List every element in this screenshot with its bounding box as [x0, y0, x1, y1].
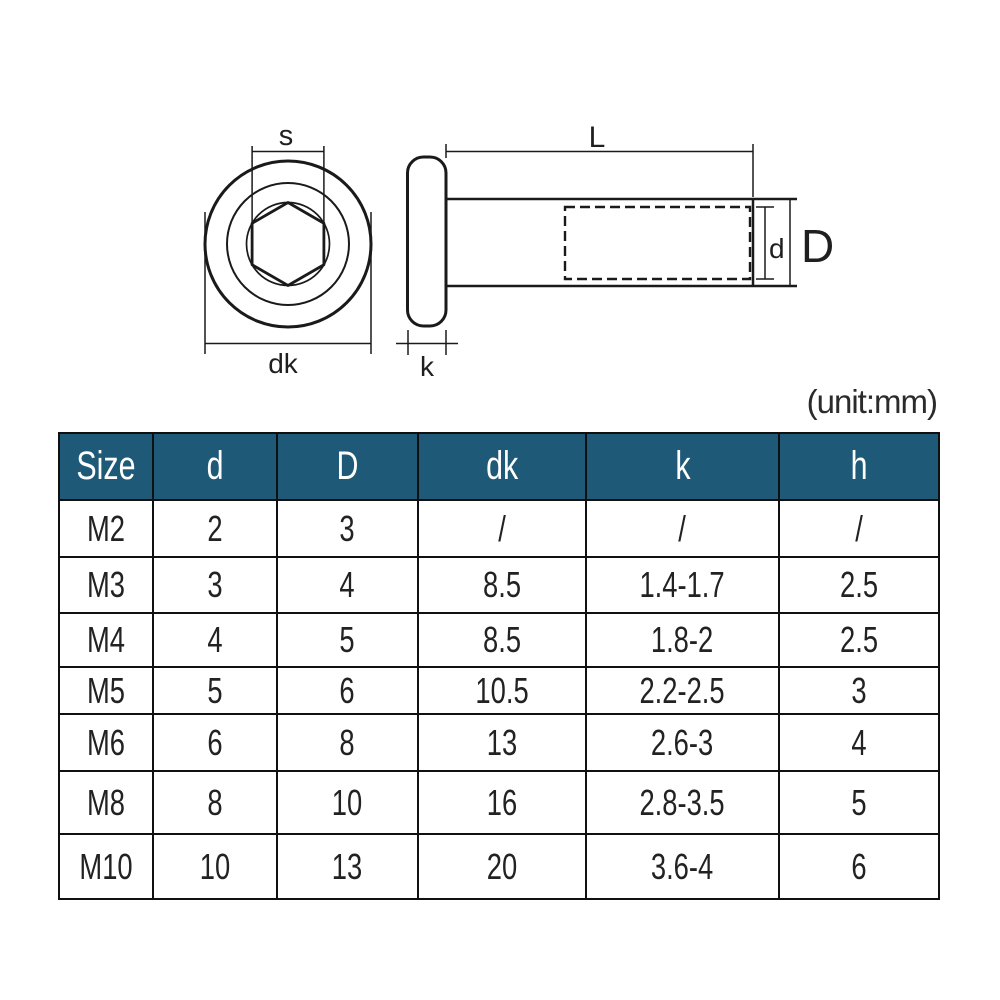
table-cell: 8	[152, 770, 278, 835]
table-cell: 4	[152, 612, 278, 668]
side-view: L k d D	[396, 121, 834, 382]
col-header-d: d	[152, 432, 278, 501]
row-m4: M4 4 5 8.5 1.8-2 2.5	[58, 612, 940, 668]
table-cell: 3	[276, 499, 419, 558]
col-header-size: Size	[58, 432, 154, 501]
table-cell: 8.5	[417, 556, 587, 614]
table-cell: 2.5	[778, 556, 940, 614]
row-label: M6	[58, 713, 154, 772]
label-L: L	[589, 121, 606, 154]
row-m3: M3 3 4 8.5 1.4-1.7 2.5	[58, 556, 940, 614]
col-header-dk: dk	[417, 432, 587, 501]
table-cell: 1.4-1.7	[585, 556, 780, 614]
row-m2: M2 2 3 / / /	[58, 499, 940, 558]
table-cell: 8.5	[417, 612, 587, 668]
table-cell: 4	[276, 556, 419, 614]
table-cell: 5	[276, 612, 419, 668]
table-cell: 10	[152, 833, 278, 900]
screw-body	[444, 197, 797, 288]
col-header-k: k	[585, 432, 780, 501]
row-label: M3	[58, 556, 154, 614]
table-cell: 5	[778, 770, 940, 835]
row-label: M2	[58, 499, 154, 558]
table-cell: /	[778, 499, 940, 558]
table-cell: 5	[152, 666, 278, 715]
table-cell: 2.5	[778, 612, 940, 668]
dimension-dk	[204, 212, 372, 354]
table-cell: 2	[152, 499, 278, 558]
row-m8: M8 8 10 16 2.8-3.5 5	[58, 770, 940, 835]
table-cell: 13	[417, 713, 587, 772]
table-cell: 10.5	[417, 666, 587, 715]
label-D: D	[801, 220, 834, 272]
hex-circumscribed-circle	[245, 201, 331, 287]
col-header-h: h	[778, 432, 940, 501]
socket-counterbore-circle	[226, 182, 350, 306]
col-header-D: D	[276, 432, 419, 501]
dimension-d	[756, 206, 774, 280]
table-cell: 3.6-4	[585, 833, 780, 900]
hex-socket	[250, 201, 326, 287]
table-cell: 6	[778, 833, 940, 900]
screw-head	[406, 155, 448, 328]
row-label: M4	[58, 612, 154, 668]
thread-hole-dashed	[563, 205, 752, 281]
table-cell: 2.2-2.5	[585, 666, 780, 715]
row-m10: M10 10 13 20 3.6-4 6	[58, 833, 940, 900]
table-cell: 2.6-3	[585, 713, 780, 772]
table-cell: 16	[417, 770, 587, 835]
row-m6: M6 6 8 13 2.6-3 4	[58, 713, 940, 772]
label-dk: dk	[268, 348, 299, 379]
table-cell: 6	[276, 666, 419, 715]
dimension-L	[445, 144, 754, 197]
table-cell: 6	[152, 713, 278, 772]
technical-drawing: s dk	[203, 120, 834, 382]
head-outer-circle	[203, 159, 373, 329]
label-k: k	[420, 351, 435, 382]
table-cell: 20	[417, 833, 587, 900]
table-cell: 13	[276, 833, 419, 900]
table-cell: 4	[778, 713, 940, 772]
table-cell: 8	[276, 713, 419, 772]
table-cell: /	[585, 499, 780, 558]
spec-table: Size d D dk k h M2 2 3 / / / M3 3 4 8.5	[58, 432, 940, 900]
label-d: d	[769, 233, 785, 264]
table-cell: 10	[276, 770, 419, 835]
label-s: s	[279, 120, 294, 152]
table-cell: 3	[778, 666, 940, 715]
table-cell: /	[417, 499, 587, 558]
row-label: M5	[58, 666, 154, 715]
dimension-k	[396, 330, 458, 355]
row-m5: M5 5 6 10.5 2.2-2.5 3	[58, 666, 940, 715]
front-view: s dk	[203, 120, 373, 379]
dimension-s	[251, 146, 325, 223]
table-cell: 3	[152, 556, 278, 614]
unit-note: (unit:mm)	[806, 383, 938, 420]
table-cell: 1.8-2	[585, 612, 780, 668]
table-cell: 2.8-3.5	[585, 770, 780, 835]
row-label: M8	[58, 770, 154, 835]
header-row: Size d D dk k h	[58, 432, 940, 501]
row-label: M10	[58, 833, 154, 900]
